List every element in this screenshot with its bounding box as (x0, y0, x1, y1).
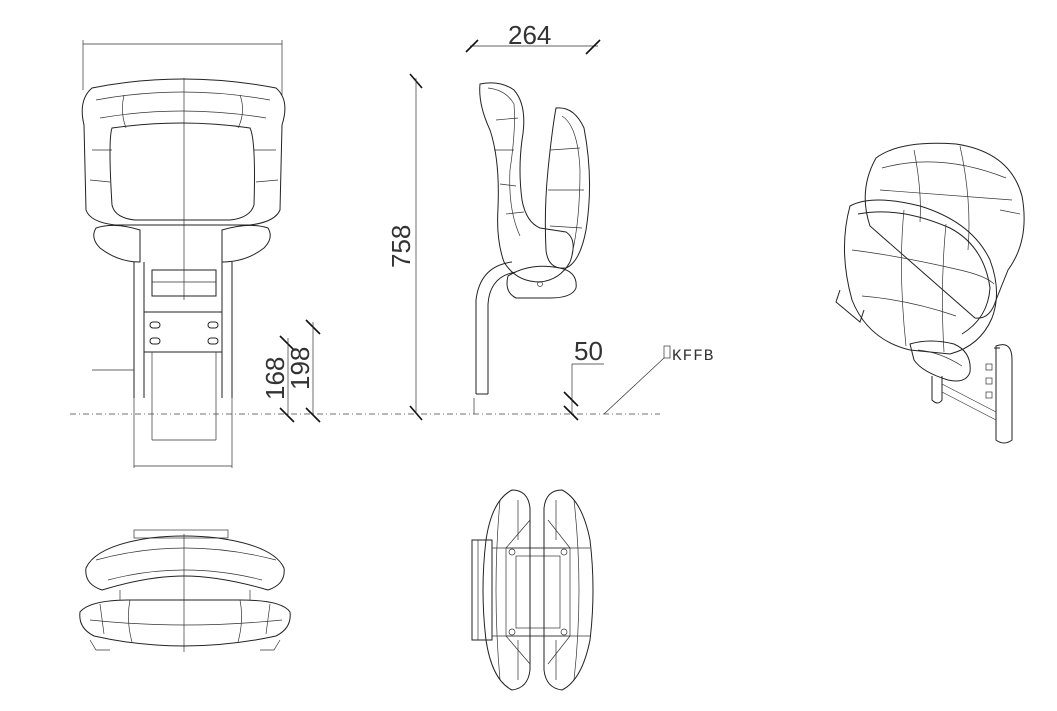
top-width-dimension: 264 (465, 20, 601, 55)
dim-758: 758 (386, 225, 416, 268)
dim-50: 50 (574, 336, 603, 366)
front-view (81, 40, 286, 468)
dim-198: 198 (285, 347, 315, 390)
isometric-view (835, 142, 1025, 444)
overall-height-dimension: 758 (386, 73, 423, 421)
dim-264: 264 (508, 20, 551, 50)
height-dimensions: 168 198 (260, 319, 321, 423)
part-code-label: KFFB (672, 347, 714, 365)
dim-168: 168 (260, 357, 290, 400)
top-view (79, 529, 291, 652)
offset-dimension: 50 KFFB (563, 336, 714, 421)
bottom-view (471, 489, 594, 691)
side-view (473, 82, 591, 414)
